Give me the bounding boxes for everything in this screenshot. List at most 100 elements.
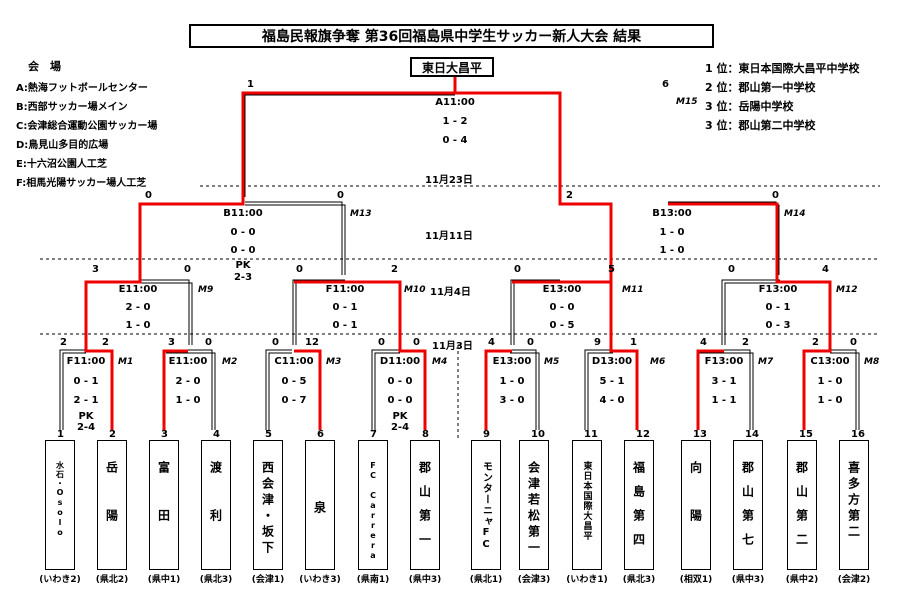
ranking-2: 2 位：郡山第一中学校 bbox=[705, 81, 816, 94]
m5-right-score: 0 bbox=[527, 337, 534, 348]
m5-label: M5 bbox=[544, 357, 560, 367]
m15-venue: A11:00 bbox=[435, 97, 475, 108]
path-team15 bbox=[668, 202, 832, 430]
team-pref-10: (会津3) bbox=[517, 575, 551, 585]
team-no-7: 7 bbox=[370, 429, 377, 440]
m7-label: M7 bbox=[758, 357, 774, 367]
team-no-13: 13 bbox=[693, 429, 707, 440]
m11-label: M11 bbox=[622, 285, 644, 295]
m1-right-score: 2 bbox=[102, 337, 109, 348]
team-box-14: 郡山第七 bbox=[733, 440, 763, 570]
m1-pk: PK bbox=[78, 411, 94, 422]
venue-d: D:鳥見山多目的広場 bbox=[16, 140, 109, 151]
venue-heading: 会 場 bbox=[28, 60, 61, 73]
team-box-9: モンターニャFC bbox=[471, 440, 501, 570]
m15-half1: 1 - 2 bbox=[442, 116, 468, 127]
m9-half2: 1 - 0 bbox=[125, 320, 151, 331]
team-box-5: 西会津・坂下 bbox=[253, 440, 283, 570]
m1-half1: 0 - 1 bbox=[73, 376, 99, 387]
m13-venue: B11:00 bbox=[223, 208, 263, 219]
page-title: 福島民報旗争奪 第36回福島県中学生サッカー新人大会 結果 bbox=[189, 24, 714, 48]
m11-right-score: 5 bbox=[608, 264, 615, 275]
m10-label: M10 bbox=[404, 285, 426, 295]
m12-right-score: 4 bbox=[822, 264, 829, 275]
m7-venue: F13:00 bbox=[704, 356, 744, 367]
m3-half2: 0 - 7 bbox=[281, 395, 307, 406]
m1-venue: F11:00 bbox=[66, 356, 106, 367]
m6-half1: 5 - 1 bbox=[599, 376, 625, 387]
m9-label: M9 bbox=[198, 285, 214, 295]
venue-c: C:会津総合運動公園サッカー場 bbox=[16, 121, 158, 132]
m4-venue: D11:00 bbox=[379, 356, 421, 367]
m4-pk: PK bbox=[392, 411, 408, 422]
path-team2 bbox=[84, 91, 455, 430]
m13-pk: PK bbox=[235, 260, 251, 271]
m6-label: M6 bbox=[650, 357, 666, 367]
team-no-5: 5 bbox=[265, 429, 272, 440]
m8-venue: C13:00 bbox=[810, 356, 850, 367]
venue-f: F:相馬光陽サッカー場人工芝 bbox=[16, 178, 147, 189]
m2-label: M2 bbox=[222, 357, 238, 367]
path-team11 bbox=[455, 91, 613, 282]
team-no-3: 3 bbox=[161, 429, 168, 440]
m2-half2: 1 - 0 bbox=[175, 395, 201, 406]
m3-venue: C11:00 bbox=[274, 356, 314, 367]
m14-left-score: 2 bbox=[566, 190, 573, 201]
m14-venue: B13:00 bbox=[652, 208, 692, 219]
m4-right-score: 0 bbox=[413, 337, 420, 348]
champion-box: 東日大昌平 bbox=[410, 57, 494, 77]
team-no-10: 10 bbox=[531, 429, 545, 440]
team-no-8: 8 bbox=[422, 429, 429, 440]
m11-half1: 0 - 0 bbox=[549, 302, 575, 313]
date-r1: 11月3日 bbox=[432, 341, 473, 352]
m9-half1: 2 - 0 bbox=[125, 302, 151, 313]
team-no-4: 4 bbox=[213, 429, 220, 440]
team-box-11: 東日本国際大昌平 bbox=[572, 440, 602, 570]
m4-half1: 0 - 0 bbox=[387, 376, 413, 387]
team-pref-8: (県中3) bbox=[408, 575, 442, 585]
m13-half2: 0 - 0 bbox=[230, 245, 256, 256]
team-box-3: 富 田 bbox=[149, 440, 179, 570]
m8-label: M8 bbox=[864, 357, 880, 367]
m10-half2: 0 - 1 bbox=[332, 320, 358, 331]
team-pref-16: (会津2) bbox=[837, 575, 871, 585]
team-pref-4: (県北3) bbox=[199, 575, 233, 585]
m11-left-score: 0 bbox=[514, 264, 521, 275]
team-pref-1: (いわき2) bbox=[39, 575, 81, 585]
m8-half1: 1 - 0 bbox=[817, 376, 843, 387]
team-no-1: 1 bbox=[57, 429, 64, 440]
team-box-10: 会津若松第一 bbox=[519, 440, 549, 570]
m13-label: M13 bbox=[350, 209, 372, 219]
m6-right-score: 1 bbox=[630, 337, 637, 348]
ranking-1: 1 位：東日本国際大昌平中学校 bbox=[705, 62, 860, 75]
m11-half2: 0 - 5 bbox=[549, 320, 575, 331]
m1-half2: 2 - 1 bbox=[73, 395, 99, 406]
team-box-4: 渡 利 bbox=[201, 440, 231, 570]
path-team8 bbox=[294, 280, 427, 430]
venue-b: B:西部サッカー場メイン bbox=[16, 102, 128, 113]
m15-left-score: 1 bbox=[247, 79, 254, 90]
m5-left-score: 4 bbox=[488, 337, 495, 348]
m2-right-score: 0 bbox=[205, 337, 212, 348]
m3-right-score: 12 bbox=[305, 337, 319, 348]
m14-right-score: 0 bbox=[772, 190, 779, 201]
team-box-6: 泉 bbox=[305, 440, 335, 570]
team-box-2: 岳 陽 bbox=[97, 440, 127, 570]
team-box-7: FC Carrera bbox=[358, 440, 388, 570]
m6-left-score: 9 bbox=[594, 337, 601, 348]
m5-half1: 1 - 0 bbox=[499, 376, 525, 387]
path-team9 bbox=[484, 349, 512, 430]
team-no-14: 14 bbox=[745, 429, 759, 440]
team-box-13: 向 陽 bbox=[681, 440, 711, 570]
m9-left-score: 3 bbox=[92, 264, 99, 275]
m10-half1: 0 - 1 bbox=[332, 302, 358, 313]
m3-left-score: 0 bbox=[272, 337, 279, 348]
m4-label: M4 bbox=[432, 357, 448, 367]
date-final: 11月23日 bbox=[425, 175, 473, 186]
team-box-15: 郡山第二 bbox=[787, 440, 817, 570]
m1-label: M1 bbox=[118, 357, 134, 367]
m4-half2: 0 - 0 bbox=[387, 395, 413, 406]
date-r3: 11月11日 bbox=[425, 231, 473, 242]
team-pref-14: (県中3) bbox=[731, 575, 765, 585]
team-no-11: 11 bbox=[584, 429, 598, 440]
